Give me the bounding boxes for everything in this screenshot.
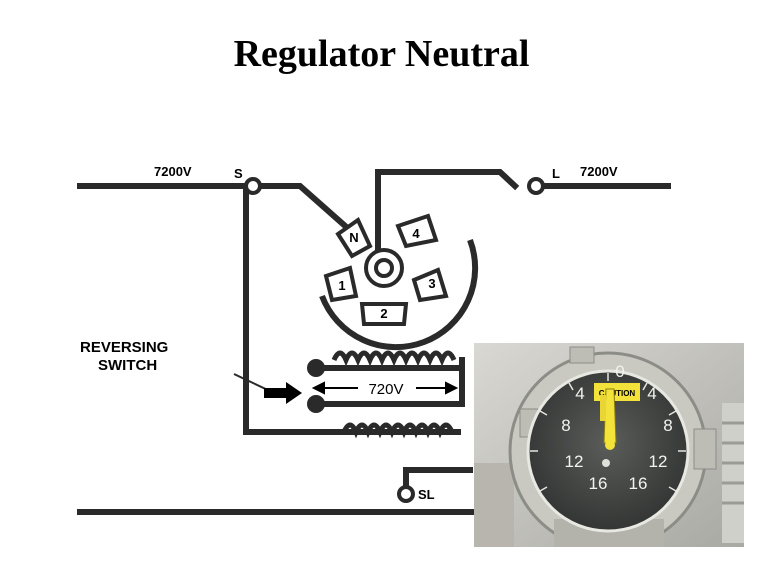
sl-terminal-label: SL bbox=[418, 487, 435, 502]
terminal-l bbox=[527, 177, 545, 195]
tap-contact-labels: N 1 2 3 4 bbox=[338, 226, 435, 321]
dial-number-16-right: 16 bbox=[629, 474, 648, 493]
reversing-line-bottom bbox=[313, 357, 465, 407]
terminal-s bbox=[244, 177, 262, 195]
reversing-switch-label-1: REVERSING bbox=[80, 339, 168, 356]
dial-number-8-right: 8 bbox=[663, 416, 672, 435]
voltage-dimension-arrow bbox=[311, 381, 459, 395]
dial-number-12-left: 12 bbox=[565, 452, 584, 471]
source-to-tap-n bbox=[253, 183, 357, 237]
tap-contact-1 bbox=[323, 265, 359, 303]
tap-contact-2 bbox=[359, 302, 409, 326]
dial-number-4-right: 4 bbox=[647, 384, 656, 403]
source-terminal-label: S bbox=[234, 166, 243, 181]
position-pointer bbox=[603, 388, 617, 444]
tap-contact-4 bbox=[395, 213, 439, 249]
reversing-switch-label-2: SWITCH bbox=[98, 357, 157, 374]
dial-number-8-left: 8 bbox=[561, 416, 570, 435]
reversing-contact-top bbox=[307, 359, 325, 377]
tap-label-n: N bbox=[349, 230, 358, 245]
load-line bbox=[375, 169, 520, 251]
dial-number-0: 0 bbox=[615, 362, 624, 381]
winding-bottom bbox=[341, 422, 455, 439]
source-voltage-label: 7200V bbox=[154, 164, 192, 179]
terminal-sl bbox=[397, 485, 415, 503]
caution-label: CAUTION bbox=[599, 389, 636, 398]
sl-line bbox=[403, 467, 473, 493]
reversing-switch-arrow bbox=[233, 373, 302, 404]
position-indicator-photo: CAUTION 0 4 4 8 8 12 12 16 16 bbox=[474, 343, 744, 547]
series-voltage-label: 720V bbox=[368, 381, 403, 398]
load-voltage-label: 7200V bbox=[580, 164, 618, 179]
tap-label-2: 2 bbox=[380, 306, 387, 321]
tap-contact-n bbox=[335, 216, 373, 259]
s-vertical bbox=[243, 187, 461, 435]
tap-label-3: 3 bbox=[428, 276, 435, 291]
dial-face bbox=[526, 369, 690, 533]
tap-changer bbox=[319, 213, 479, 351]
reversing-contact-bottom bbox=[307, 395, 325, 413]
dial-number-4-left: 4 bbox=[575, 384, 584, 403]
tap-label-1: 1 bbox=[338, 278, 345, 293]
dial-number-16-left: 16 bbox=[589, 474, 608, 493]
load-terminal-label: L bbox=[552, 166, 560, 181]
page-title: Regulator Neutral bbox=[233, 33, 530, 75]
winding-top bbox=[331, 350, 457, 367]
tap-label-4: 4 bbox=[412, 226, 420, 241]
dial-number-12-right: 12 bbox=[649, 452, 668, 471]
tap-contact-3 bbox=[411, 267, 449, 303]
